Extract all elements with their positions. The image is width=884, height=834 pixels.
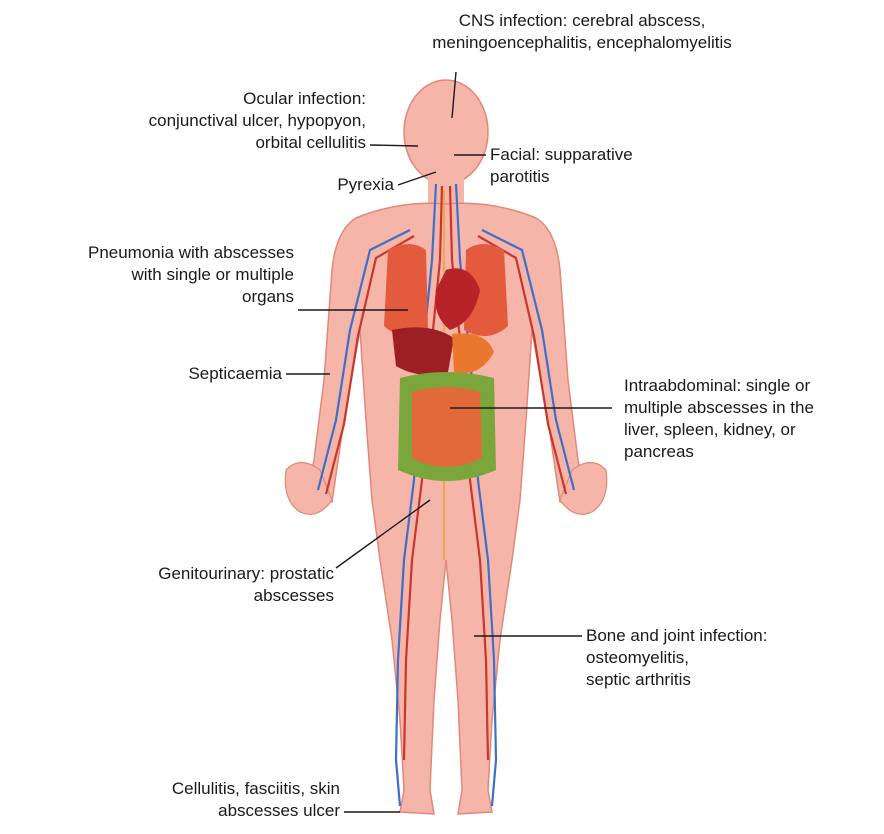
label-genitourinary: Genitourinary: prostatic abscesses: [60, 563, 334, 607]
leader-ocular: [370, 145, 418, 146]
label-pyrexia: Pyrexia: [260, 174, 394, 196]
label-line: parotitis: [490, 166, 710, 188]
label-line: septic arthritis: [586, 669, 856, 691]
label-line: CNS infection: cerebral abscess,: [372, 10, 792, 32]
label-line: orbital cellulitis: [40, 132, 366, 154]
label-line: meningoencephalitis, encephalomyelitis: [372, 32, 792, 54]
label-line: Septicaemia: [120, 363, 282, 385]
label-pneumonia: Pneumonia with abscesses with single or …: [6, 242, 294, 308]
label-line: Ocular infection:: [40, 88, 366, 110]
label-skin: Cellulitis, fasciitis, skin abscesses ul…: [60, 778, 340, 822]
label-line: with single or multiple: [6, 264, 294, 286]
label-intraabdominal: Intraabdominal: single or multiple absce…: [624, 375, 880, 463]
label-line: Facial: supparative: [490, 144, 710, 166]
label-line: Cellulitis, fasciitis, skin: [60, 778, 340, 800]
label-line: abscesses: [60, 585, 334, 607]
label-line: conjunctival ulcer, hypopyon,: [40, 110, 366, 132]
label-line: Intraabdominal: single or: [624, 375, 880, 397]
label-line: abscesses ulcer: [60, 800, 340, 822]
label-line: liver, spleen, kidney, or: [624, 419, 880, 441]
label-septicaemia: Septicaemia: [120, 363, 282, 385]
label-ocular-infection: Ocular infection: conjunctival ulcer, hy…: [40, 88, 366, 154]
label-line: Bone and joint infection:: [586, 625, 856, 647]
label-line: osteomyelitis,: [586, 647, 856, 669]
label-line: Genitourinary: prostatic: [60, 563, 334, 585]
label-line: multiple abscesses in the: [624, 397, 880, 419]
label-line: Pneumonia with abscesses: [6, 242, 294, 264]
label-facial: Facial: supparative parotitis: [490, 144, 710, 188]
label-line: pancreas: [624, 441, 880, 463]
label-cns-infection: CNS infection: cerebral abscess, meningo…: [372, 10, 792, 54]
label-line: organs: [6, 286, 294, 308]
label-bone-joint: Bone and joint infection: osteomyelitis,…: [586, 625, 856, 691]
label-line: Pyrexia: [260, 174, 394, 196]
